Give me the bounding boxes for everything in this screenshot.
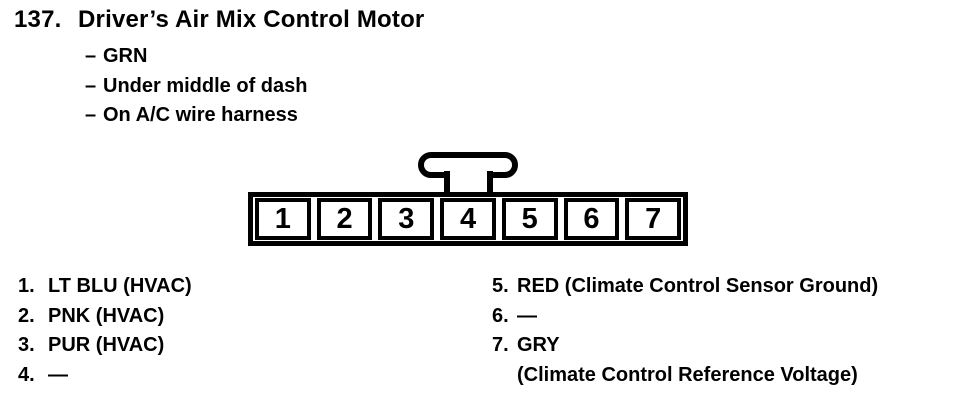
pin-number: 5. [492,275,509,297]
pin-number: 1. [18,275,35,297]
detail-text: GRN [103,45,148,67]
detail-list: –GRN –Under middle of dash –On A/C wire … [85,42,307,131]
item-title: Driver’s Air Mix Control Motor [78,6,425,33]
pin-number: 3. [18,334,35,357]
pin-number: 4. [18,364,35,387]
pin-cell-3: 3 [378,198,435,240]
pin-number: 6. [492,304,509,327]
pin-label: PNK (HVAC) [48,304,165,327]
pin-cell-4: 4 [440,198,496,240]
page-title: 137. Driver’s Air Mix Control Motor [14,6,424,34]
pin-cell-7: 7 [625,198,682,240]
dash-bullet: – [85,74,97,97]
pin-row-4: 4. — [18,361,192,391]
pin-label: GRY [517,334,560,357]
pin-label: PUR (HVAC) [48,334,165,357]
pin-label: — [48,364,68,387]
item-number: 137. [14,6,62,33]
pin-row-7-continued: (Climate Control Reference Voltage) [492,361,878,391]
pin-list-right: 5. RED (Climate Control Sensor Ground) 6.… [492,272,878,391]
pin-row-1: 1. LT BLU (HVAC) [18,272,192,302]
detail-text: On A/C wire harness [103,104,298,126]
connector-housing: 1 2 3 4 5 6 7 [248,192,688,246]
connector-lock-tab-stem [444,171,493,192]
pin-list-left: 1. LT BLU (HVAC) 2. PNK (HVAC) 3. PUR (HVAC… [18,272,192,391]
pin-row-7: 7. GRY [492,331,878,361]
pin-row-5: 5. RED (Climate Control Sensor Ground) [492,272,878,302]
pin-label: — [517,304,537,327]
connector-diagram: 1 2 3 4 5 6 7 [248,152,688,246]
detail-line-color: –GRN [85,42,307,72]
pin-cell-1: 1 [255,198,311,240]
dash-bullet: – [85,45,97,67]
pin-number: 7. [492,334,509,357]
detail-line-location: –Under middle of dash [85,72,307,102]
pin-row-6: 6. — [492,302,878,332]
pin-cell-5: 5 [501,198,558,240]
detail-text: Under middle of dash [103,74,308,97]
pin-row-3: 3. PUR (HVAC) [18,331,192,361]
pin-row-2: 2. PNK (HVAC) [18,302,192,332]
dash-bullet: – [85,104,97,126]
pin-cell-2: 2 [316,198,373,240]
pin-number: 2. [18,304,35,327]
pin-label: (Climate Control Reference Voltage) [517,364,858,387]
pin-label: RED (Climate Control Sensor Ground) [517,275,879,297]
pin-label: LT BLU (HVAC) [48,275,192,297]
pin-cell-6: 6 [563,198,620,240]
detail-line-harness: –On A/C wire harness [85,101,307,131]
